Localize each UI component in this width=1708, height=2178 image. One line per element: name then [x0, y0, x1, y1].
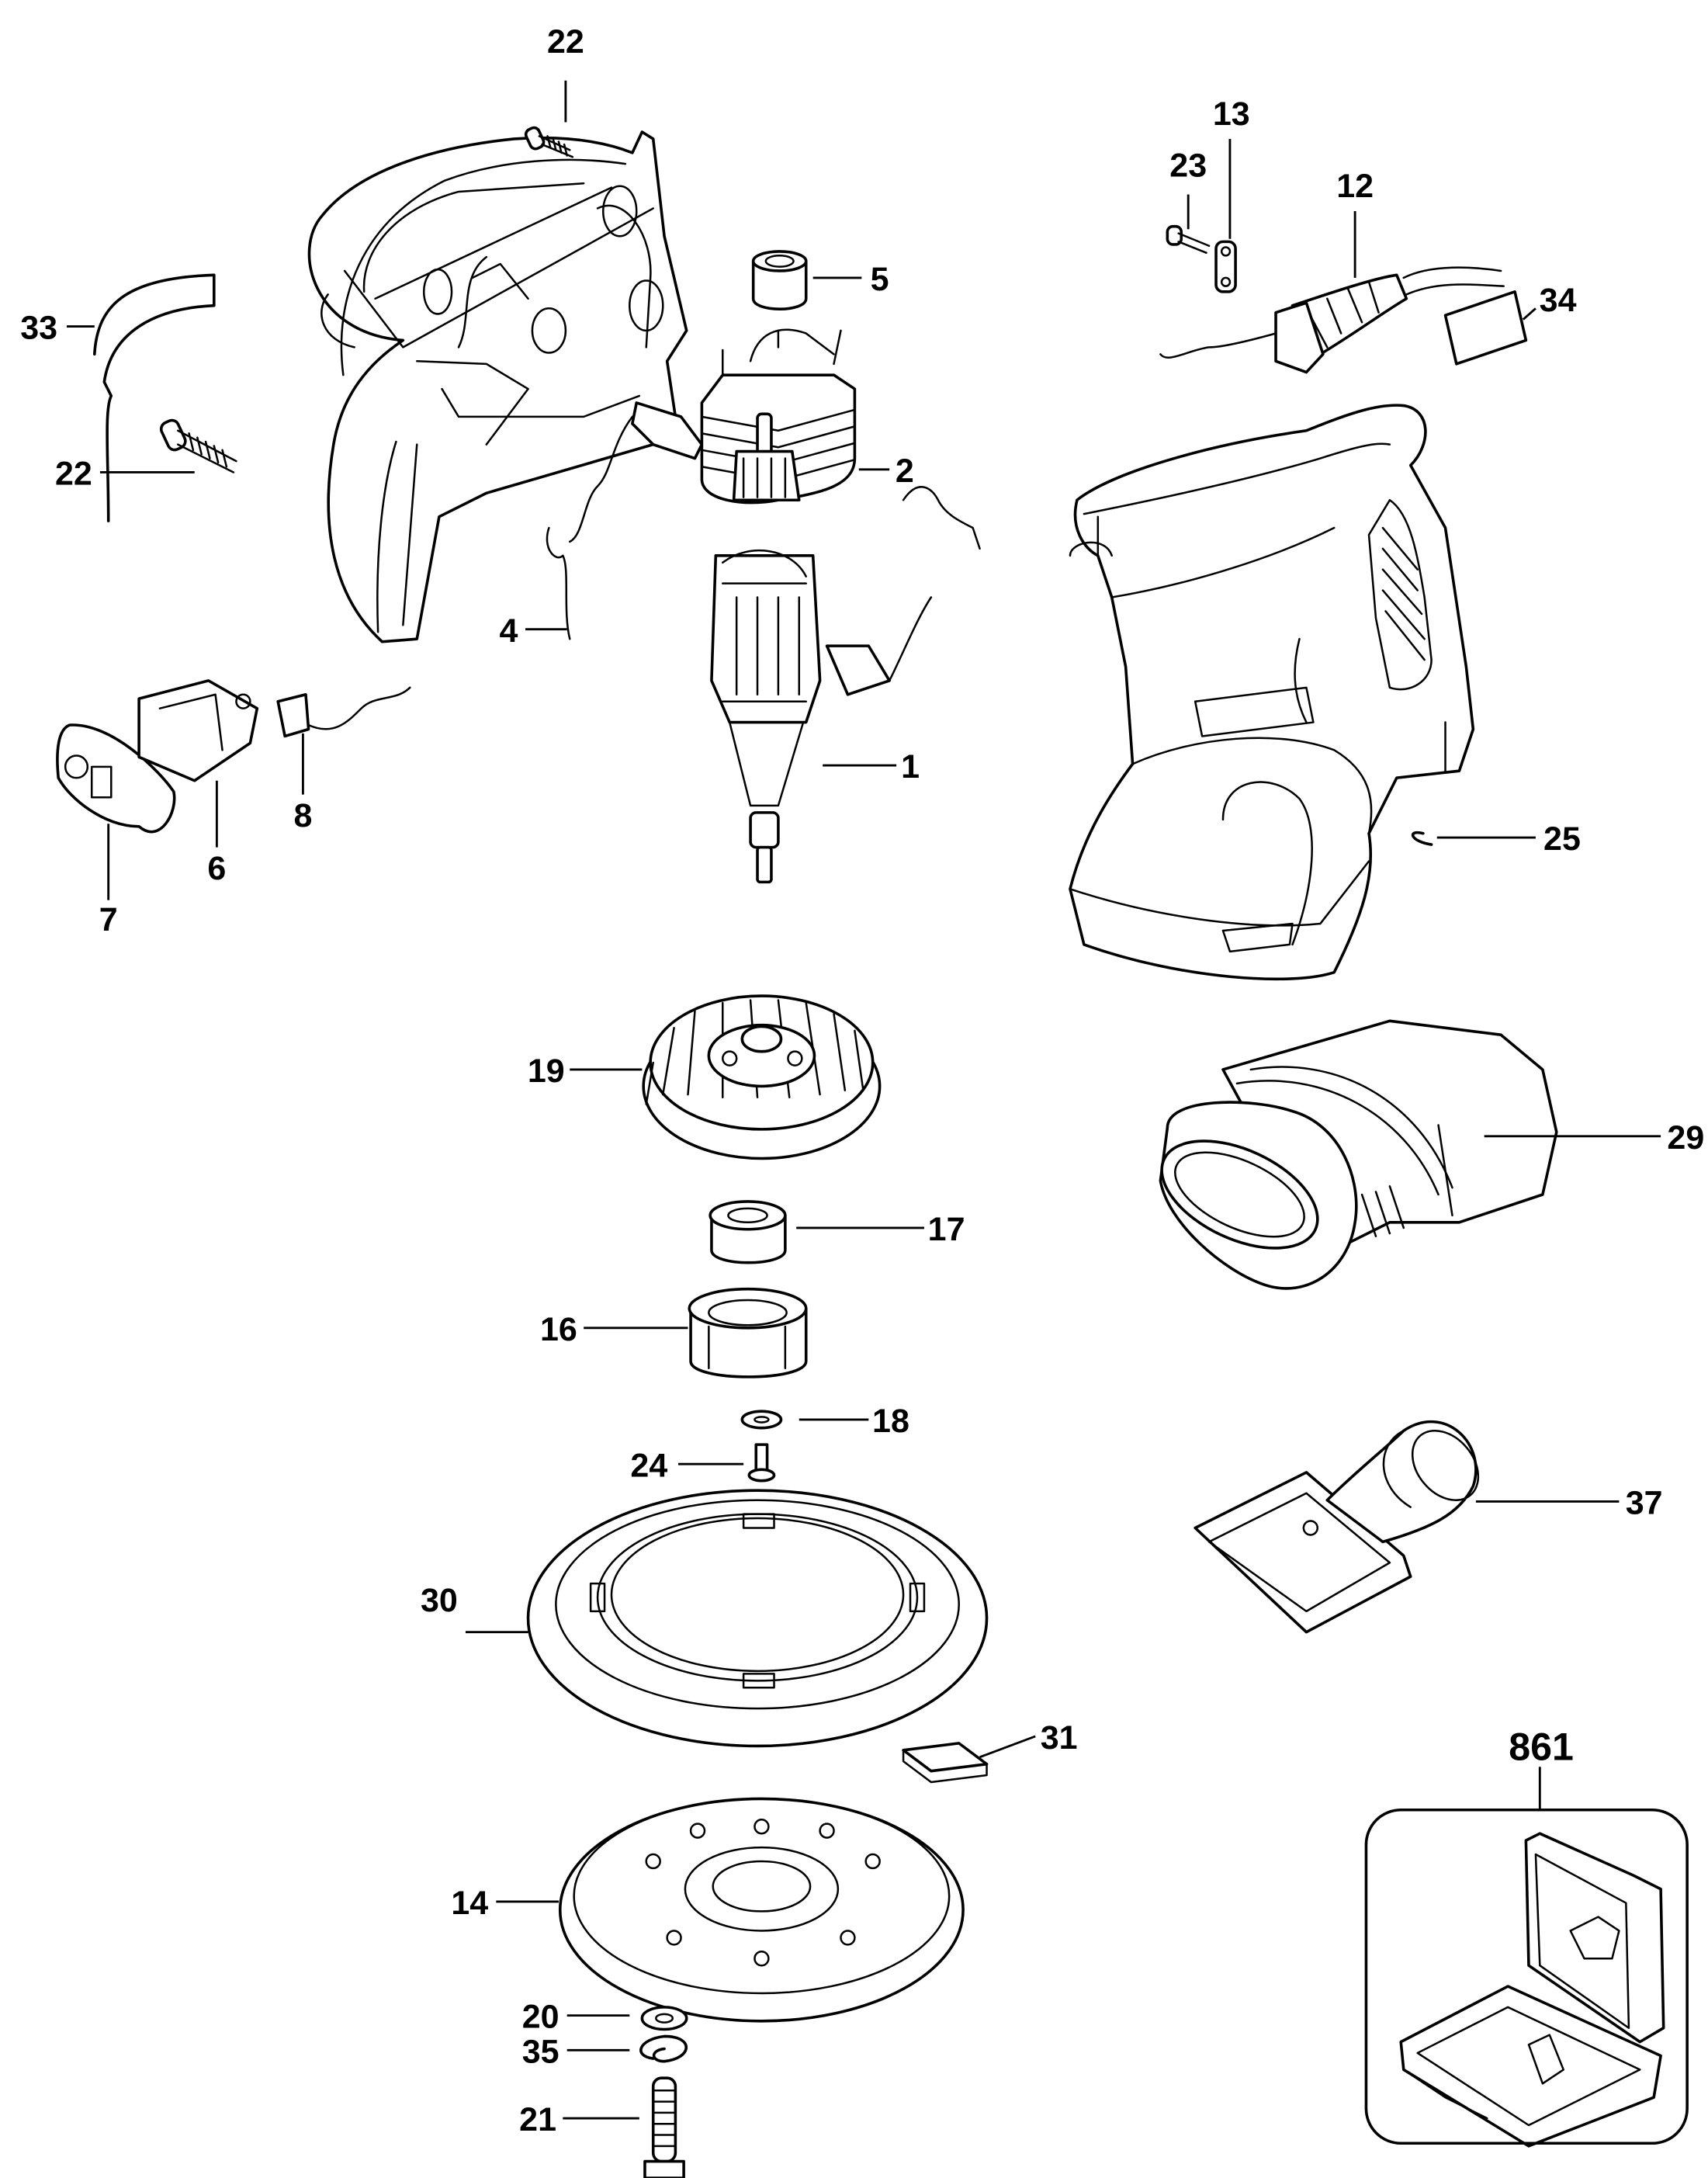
label-part-8: 8: [293, 797, 312, 834]
label-part-21: 21: [519, 2101, 556, 2138]
label-part-25: 25: [1543, 820, 1581, 858]
lock-washer-35: [639, 2034, 688, 2063]
label-part-22-mid: 22: [55, 456, 92, 493]
label-part-24: 24: [630, 1447, 667, 1484]
nameplate-label-strip: [92, 273, 216, 522]
fan: [642, 994, 882, 1160]
brush-holder-left: [546, 401, 704, 640]
power-cord: [1159, 266, 1505, 374]
part-labels: 22 33 22 5 2 4 1 8 6 7 13 23 12 34 25 19…: [20, 23, 1704, 2138]
terminal-lead: [276, 686, 411, 738]
label-part-4: 4: [500, 612, 518, 650]
label-part-37: 37: [1626, 1485, 1663, 1522]
housing-screw-top: [524, 126, 574, 158]
label-part-20: 20: [522, 1999, 560, 2036]
housing-half: [307, 130, 688, 643]
label-part-34: 34: [1540, 282, 1577, 319]
switch: [137, 679, 259, 782]
bearing-lower: [708, 1200, 787, 1264]
carrying-case: [1364, 1808, 1689, 2148]
brake-ring-shroud: [526, 1489, 989, 1748]
screw-24: [747, 1443, 776, 1483]
label-part-14: 14: [451, 1885, 488, 1922]
cord-label: [1443, 290, 1528, 366]
label-part-6: 6: [207, 850, 226, 887]
label-part-16: 16: [540, 1311, 577, 1348]
label-part-19: 19: [528, 1053, 565, 1090]
label-part-18: 18: [872, 1403, 909, 1440]
label-part-13: 13: [1213, 95, 1250, 133]
bearing-top: [751, 250, 808, 310]
leader-lines: [66, 80, 1661, 2120]
retaining-ring: [1411, 831, 1433, 846]
label-part-861: 861: [1509, 1725, 1574, 1768]
label-part-7: 7: [99, 901, 118, 938]
assembled-sander: [1069, 404, 1475, 981]
label-part-12: 12: [1336, 168, 1374, 205]
bearing-housing: [688, 1287, 808, 1379]
sanding-pad: [558, 1797, 965, 2023]
label-part-31: 31: [1041, 1719, 1078, 1757]
label-part-30: 30: [421, 1582, 458, 1619]
pad-screw-21: [643, 2076, 685, 2178]
label-part-1: 1: [901, 748, 920, 786]
clamp-screw-23: [1166, 224, 1211, 254]
label-part-33: 33: [20, 310, 57, 347]
label-part-22-top: 22: [547, 23, 584, 61]
label-part-17: 17: [928, 1211, 965, 1248]
cord-clamp: [1214, 240, 1237, 293]
dust-bag: [1159, 1019, 1558, 1290]
washer-18: [740, 1410, 783, 1430]
label-part-2: 2: [896, 453, 914, 490]
label-block: [902, 1742, 989, 1784]
housing-screw-mid: [159, 418, 237, 473]
label-part-35: 35: [522, 2033, 560, 2070]
armature: [710, 412, 822, 884]
label-part-5: 5: [871, 261, 889, 298]
dust-adapter: [1194, 1420, 1480, 1634]
brush-holder-right: [825, 486, 981, 696]
washer-20: [640, 2006, 688, 2031]
label-part-23: 23: [1169, 147, 1207, 184]
label-part-29: 29: [1667, 1119, 1704, 1157]
